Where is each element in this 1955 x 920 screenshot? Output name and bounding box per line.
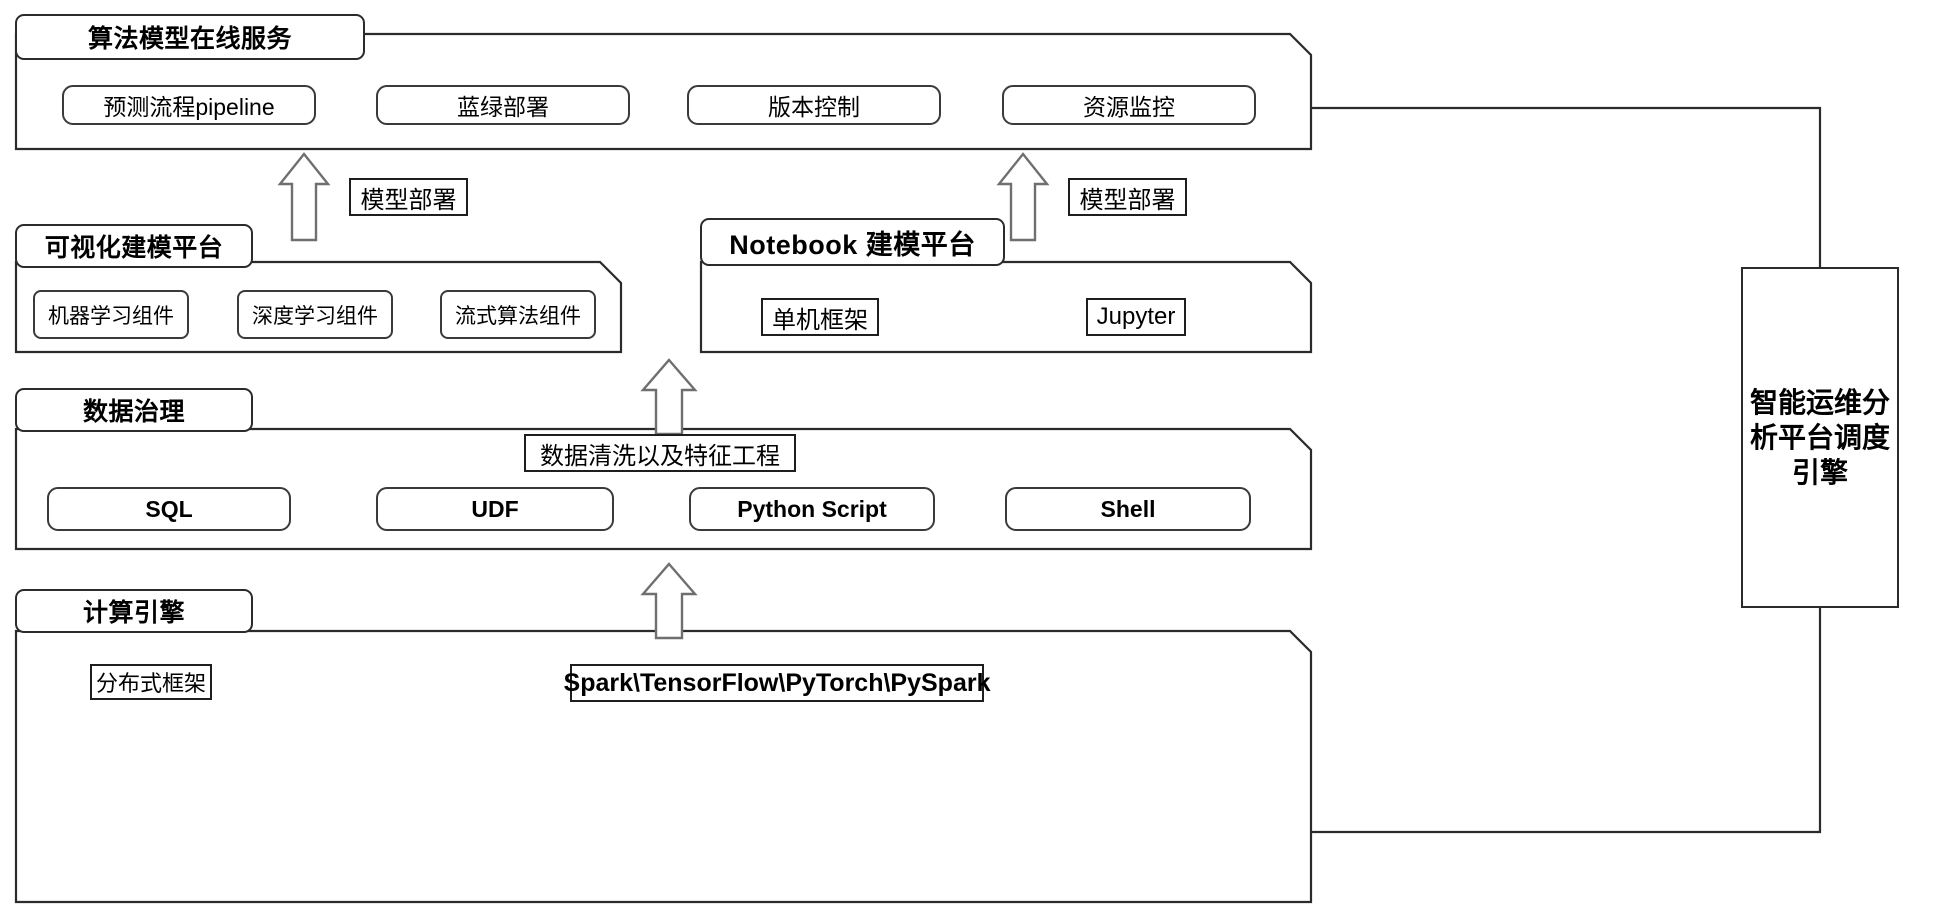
label-standalone-framework[interactable]: 单机框架 (761, 298, 879, 336)
chip-udf-label: UDF (471, 495, 519, 522)
chip-blue-green-deploy-label: 蓝绿部署 (457, 94, 549, 120)
chip-python-script[interactable]: Python Script (689, 487, 935, 531)
chip-version-control[interactable]: 版本控制 (687, 85, 941, 125)
section-title-online-service: 算法模型在线服务 (15, 14, 365, 60)
chip-resource-monitor[interactable]: 资源监控 (1002, 85, 1256, 125)
chip-blue-green-deploy[interactable]: 蓝绿部署 (376, 85, 630, 125)
connector-scheduler-to-compute-engine (1310, 604, 1830, 834)
side-panel-ops-scheduler[interactable]: 智能运维分 析平台调度 引擎 (1741, 267, 1899, 608)
side-panel-line-3: 引擎 (1791, 457, 1848, 488)
label-model-deploy-right-text: 模型部署 (1079, 186, 1176, 214)
label-jupyter-text: Jupyter (1096, 303, 1176, 330)
panel-online-service-outline (14, 32, 1313, 151)
arrow-model-deploy-left (277, 152, 331, 242)
arrow-model-deploy-right (996, 152, 1050, 242)
section-title-notebook-modeling: Notebook 建模平台 (700, 218, 1005, 266)
side-panel-line-1: 智能运维分 (1749, 387, 1890, 418)
section-title-online-service-label: 算法模型在线服务 (87, 25, 292, 53)
panel-compute-engine-outline (14, 629, 1313, 904)
label-distributed-framework-text: 分布式框架 (96, 671, 207, 696)
chip-version-control-label: 版本控制 (768, 94, 860, 120)
chip-ml-component-label: 机器学习组件 (48, 304, 174, 328)
chip-prediction-pipeline-label: 预测流程pipeline (103, 94, 275, 120)
section-title-notebook-modeling-label: Notebook 建模平台 (729, 229, 976, 260)
chip-streaming-component[interactable]: 流式算法组件 (440, 290, 596, 339)
connector-online-service-to-scheduler (1310, 106, 1830, 281)
section-title-visual-modeling-label: 可视化建模平台 (44, 234, 224, 262)
panel-compute-engine (14, 629, 1313, 904)
label-model-deploy-right: 模型部署 (1068, 178, 1187, 216)
panel-online-service (14, 32, 1313, 151)
chip-dl-component[interactable]: 深度学习组件 (237, 290, 393, 339)
section-title-compute-engine: 计算引擎 (15, 589, 253, 633)
label-distributed-framework[interactable]: 分布式框架 (90, 664, 212, 700)
side-panel-ops-scheduler-text: 智能运维分 析平台调度 引擎 (1750, 385, 1890, 490)
arrow-governance-to-modeling (640, 358, 698, 436)
label-model-deploy-left-text: 模型部署 (360, 186, 457, 214)
label-compute-frameworks-text: Spark\TensorFlow\PyTorch\PySpark (563, 668, 991, 697)
chip-ml-component[interactable]: 机器学习组件 (33, 290, 189, 339)
chip-python-script-label: Python Script (737, 495, 887, 522)
arrow-compute-to-governance (640, 562, 698, 640)
section-title-visual-modeling: 可视化建模平台 (15, 224, 253, 268)
panel-data-governance (14, 427, 1313, 551)
chip-sql-label: SQL (145, 495, 193, 522)
chip-resource-monitor-label: 资源监控 (1083, 94, 1175, 120)
label-standalone-framework-text: 单机框架 (772, 306, 868, 334)
chip-shell[interactable]: Shell (1005, 487, 1251, 531)
label-data-cleaning-feature-engineering-text: 数据清洗以及特征工程 (540, 442, 780, 470)
chip-udf[interactable]: UDF (376, 487, 614, 531)
chip-streaming-component-label: 流式算法组件 (455, 304, 581, 328)
chip-dl-component-label: 深度学习组件 (252, 304, 378, 328)
panel-data-governance-outline (14, 427, 1313, 551)
chip-shell-label: Shell (1100, 495, 1156, 522)
section-title-data-governance-label: 数据治理 (82, 398, 185, 426)
section-title-data-governance: 数据治理 (15, 388, 253, 432)
chip-sql[interactable]: SQL (47, 487, 291, 531)
side-panel-line-2: 析平台调度 (1749, 422, 1890, 453)
label-data-cleaning-feature-engineering: 数据清洗以及特征工程 (524, 434, 796, 472)
chip-prediction-pipeline[interactable]: 预测流程pipeline (62, 85, 316, 125)
label-jupyter[interactable]: Jupyter (1086, 298, 1186, 336)
label-compute-frameworks[interactable]: Spark\TensorFlow\PyTorch\PySpark (564, 664, 991, 702)
section-title-compute-engine-label: 计算引擎 (82, 599, 185, 627)
label-model-deploy-left: 模型部署 (349, 178, 468, 216)
